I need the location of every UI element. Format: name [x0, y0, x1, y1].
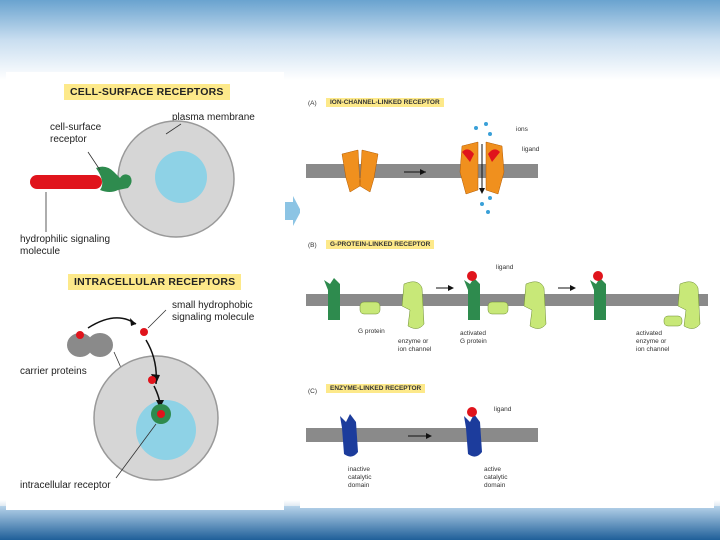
panel-arrow-icon [285, 196, 301, 226]
plasma-membrane-label: plasma membrane [172, 112, 255, 123]
cell-surface-title: CELL-SURFACE RECEPTORS [64, 84, 230, 100]
hydrophilic-label-1: hydrophilic signaling [20, 234, 111, 245]
slide-footer-band [0, 506, 720, 540]
g-protein-label: G protein [358, 328, 385, 335]
active-label-3: domain [484, 482, 506, 489]
nucleus-bottom [136, 400, 196, 460]
cell-surface-receptor-label-1: cell-surface [50, 122, 102, 133]
carrier-protein-2 [87, 333, 113, 357]
ion-channel-closed [341, 149, 379, 193]
intracellular-title: INTRACELLULAR RECEPTORS [68, 274, 242, 290]
activated-g-label-1: activated [460, 330, 487, 337]
gpcr-2 [464, 278, 480, 320]
left-figure-panel: CELL-SURFACE RECEPTORS plasma membrane c… [6, 72, 284, 510]
enzyme-1 [401, 281, 425, 329]
activated-g-label-2: G protein [460, 338, 487, 345]
section-a-letter: (A) [308, 100, 317, 107]
cell-surface-receptor-shape [96, 166, 132, 192]
hydrophilic-label-2: molecule [20, 246, 61, 257]
inactive-label-3: domain [348, 482, 370, 489]
carrier-protein-1 [67, 333, 93, 357]
ions-label: ions [516, 126, 528, 133]
section-a-title: ION-CHANNEL-LINKED RECEPTOR [326, 98, 444, 107]
enzyme-label-2: ion channel [398, 346, 432, 353]
section-b-letter: (B) [308, 242, 317, 249]
nucleus-top [155, 151, 207, 203]
gpcr-3 [590, 278, 606, 320]
enzyme-label-1: enzyme or [398, 338, 429, 345]
ligand-b-label: ligand [496, 264, 514, 271]
small-hydrophobic-label-1: small hydrophobic [172, 300, 253, 311]
right-diagram-graphics [306, 122, 708, 457]
active-label-2: catalytic [484, 474, 508, 481]
intracellular-receptor-label: intracellular receptor [20, 480, 111, 491]
gpcr-1 [324, 278, 340, 320]
activated-e-label-2: enzyme or [636, 338, 667, 345]
enzyme-receptor-active [464, 414, 482, 457]
hydrophilic-molecule [30, 175, 102, 189]
enzyme-3-activated [677, 281, 701, 329]
inactive-label-1: inactive [348, 466, 371, 473]
carrier-proteins-label: carrier proteins [20, 366, 87, 377]
activated-e-label-3: ion channel [636, 346, 670, 353]
active-label-1: active [484, 466, 501, 473]
section-b-title: G-PROTEIN-LINKED RECEPTOR [326, 240, 435, 249]
section-c-title: ENZYME-LINKED RECEPTOR [326, 384, 426, 393]
small-hydrophobic-label-2: signaling molecule [172, 312, 255, 323]
inactive-label-2: catalytic [348, 474, 372, 481]
activated-e-label-1: activated [636, 330, 663, 337]
left-diagram-graphics [30, 120, 235, 481]
cell-surface-receptor-label-2: receptor [50, 134, 87, 145]
ligand-a-label: ligand [522, 146, 540, 153]
ligand-c-label: ligand [494, 406, 512, 413]
enzyme-receptor-inactive [340, 414, 358, 457]
membrane-c [306, 428, 538, 442]
right-figure-panel: (A) ION-CHANNEL-LINKED RECEPTOR ions lig… [300, 88, 714, 508]
enzyme-2 [523, 281, 547, 329]
section-c-letter: (C) [308, 388, 318, 395]
